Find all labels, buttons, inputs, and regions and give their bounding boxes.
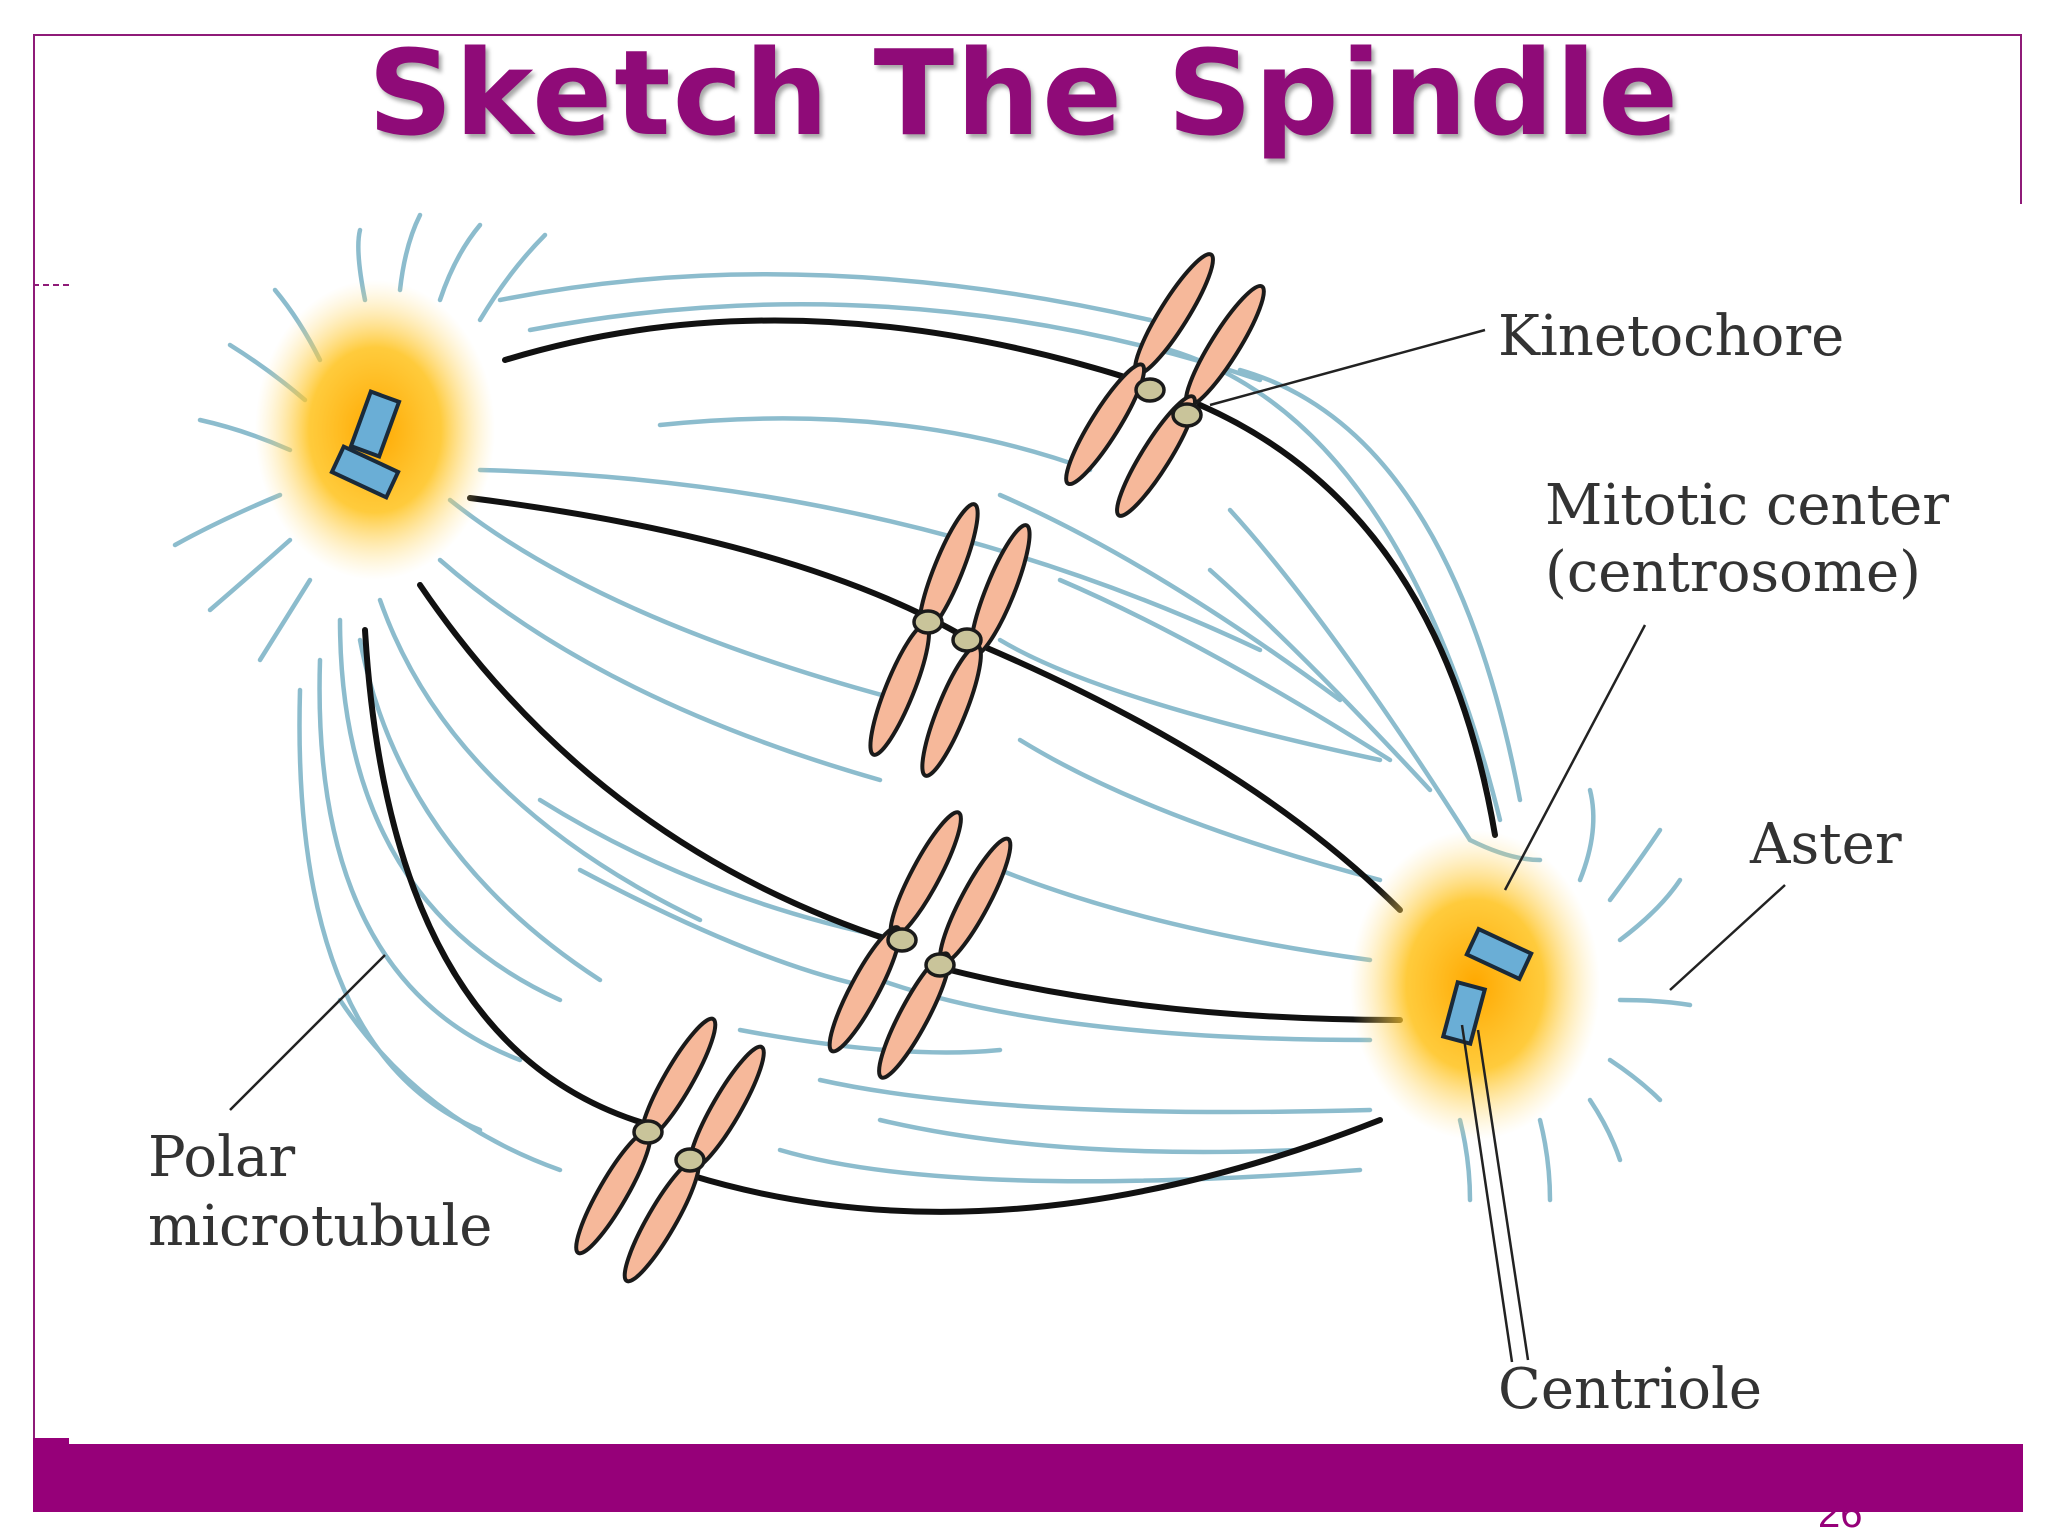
label-polar-line1: Polar bbox=[148, 1125, 296, 1190]
page-number: 26 bbox=[1818, 1492, 1863, 1536]
left-centrioles bbox=[329, 389, 402, 501]
label-centriole: Centriole bbox=[1498, 1357, 1763, 1422]
right-centrioles bbox=[1440, 926, 1534, 1047]
label-mitotic-center-line1: Mitotic center bbox=[1545, 473, 1950, 538]
chromosome-3 bbox=[827, 810, 1013, 1080]
label-polar-line2: microtubule bbox=[148, 1194, 493, 1259]
leader-lines bbox=[229, 328, 1786, 1363]
kinetochores bbox=[632, 377, 1203, 1173]
frame-dash-mark bbox=[33, 284, 69, 286]
label-aster: Aster bbox=[1750, 812, 1902, 877]
chromosome-2 bbox=[868, 502, 1032, 778]
kinetochore-fibers bbox=[362, 317, 1498, 1215]
label-kinetochore: Kinetochore bbox=[1498, 304, 1845, 369]
chromosome-1 bbox=[1064, 252, 1266, 518]
chromosome-4 bbox=[574, 1016, 766, 1284]
slide-title: Sketch The Spindle bbox=[367, 24, 1681, 162]
slide-frame bbox=[33, 34, 2021, 1444]
chromosomes bbox=[574, 252, 1266, 1284]
polar-microtubules bbox=[172, 212, 1693, 1203]
footer-bar bbox=[33, 1444, 2023, 1512]
footer-notch bbox=[33, 1438, 69, 1446]
slide-frame-right-edge bbox=[2020, 34, 2022, 204]
label-mitotic-center-line2: (centrosome) bbox=[1545, 540, 1921, 605]
